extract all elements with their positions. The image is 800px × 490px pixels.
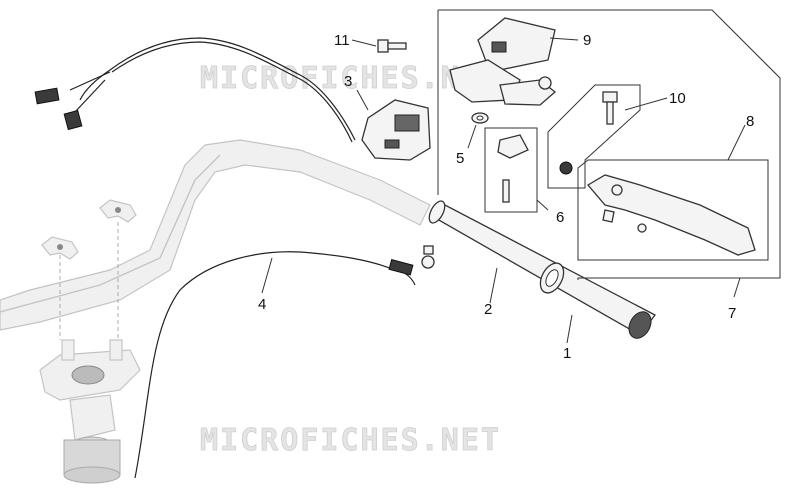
screw-part-11: [377, 39, 407, 53]
callout-6: 6: [556, 209, 564, 226]
callout-9: 9: [583, 32, 591, 49]
screw-box-10: [547, 84, 641, 189]
watermark-top: MICROFICHES.NET: [200, 61, 501, 96]
master-cylinder: [449, 17, 557, 106]
leader-lines: [261, 37, 746, 344]
callout-2: 2: [484, 301, 492, 318]
lever-box-8: [577, 159, 769, 261]
callout-7: 7: [728, 305, 736, 322]
callout-3: 3: [344, 73, 352, 90]
watermark-bottom: MICROFICHES.NET: [200, 423, 501, 458]
assembly-box-7: [437, 9, 781, 280]
throttle-grip: [428, 200, 656, 339]
handlebar-clamp-ghost: [39, 199, 141, 484]
callout-11: 11: [334, 32, 350, 49]
throttle-cable: [134, 245, 435, 479]
callout-5: 5: [456, 150, 464, 167]
callouts: 1 2 3 4 5 6 7 8 9 10 11: [258, 32, 754, 362]
clamp-box-6: [484, 127, 538, 213]
callout-8: 8: [746, 113, 754, 130]
callout-1: 1: [563, 345, 571, 362]
handlebar-ghost: [0, 139, 431, 331]
callout-4: 4: [258, 296, 266, 313]
callout-10: 10: [669, 90, 686, 107]
throttle-ring: [539, 262, 565, 294]
washer-part-5: [471, 112, 489, 124]
switch-housing: [34, 37, 431, 161]
